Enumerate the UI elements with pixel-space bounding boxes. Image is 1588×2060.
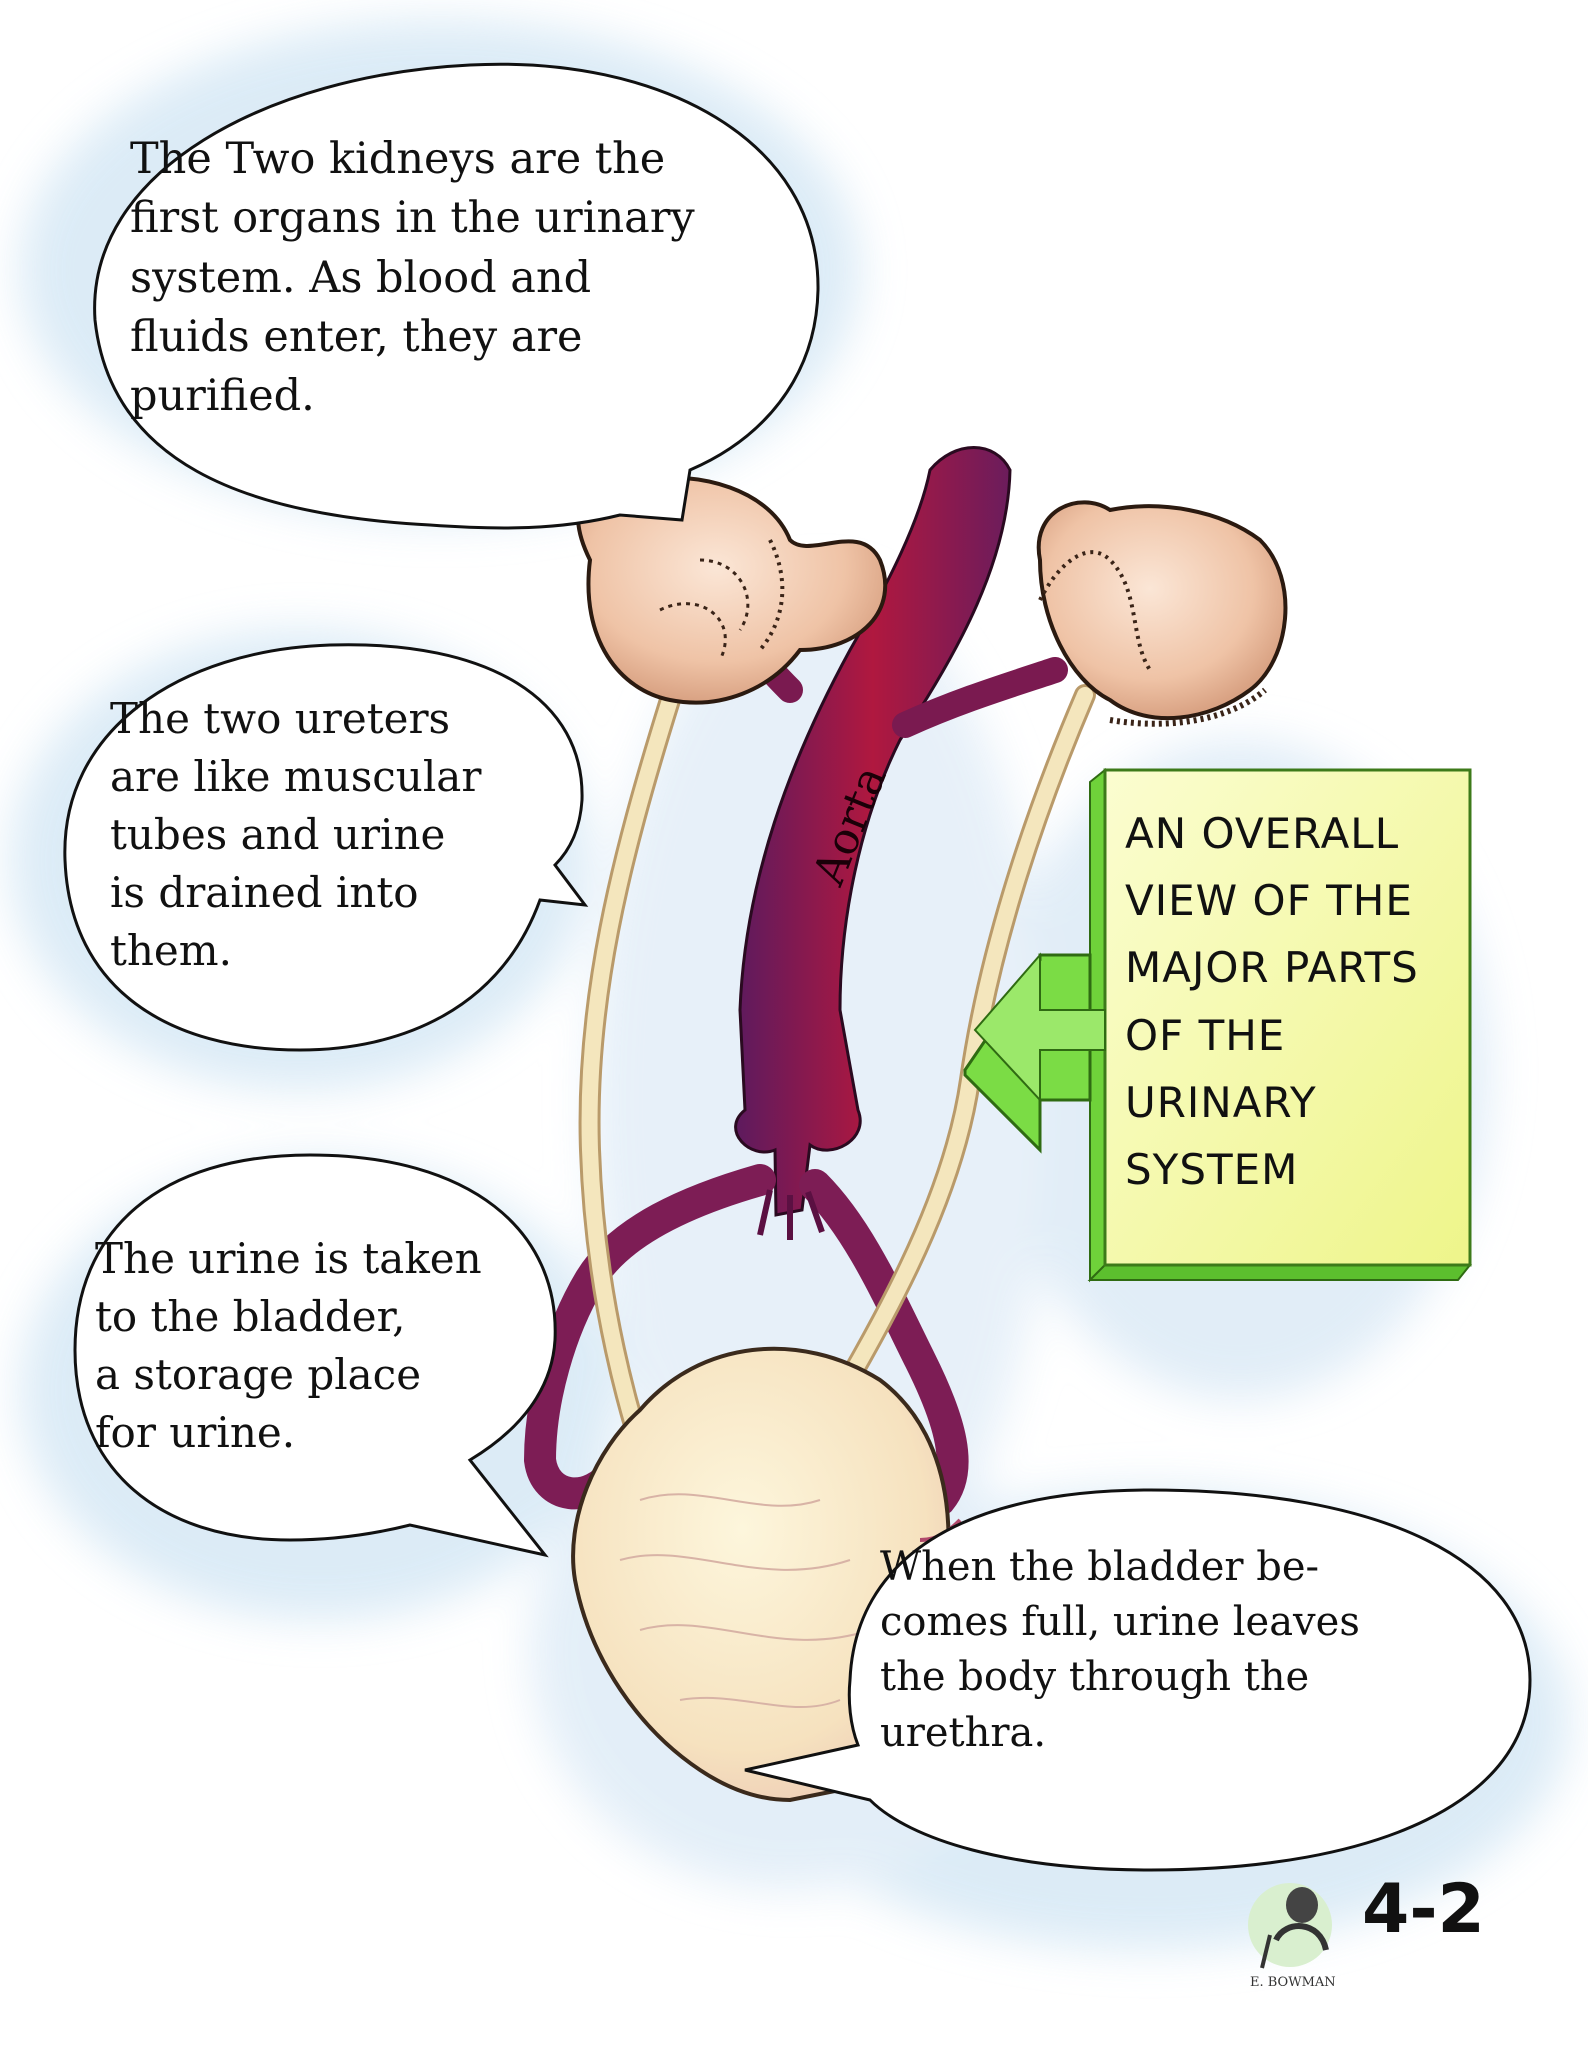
artist-portrait-icon: [1248, 1883, 1332, 1969]
callout-box-text: AN OVERALL VIEW OF THE MAJOR PARTS OF TH…: [1125, 809, 1419, 1194]
bladder-caption: The urine is taken to the bladder, a sto…: [95, 1234, 482, 1457]
speech-bubble-urethra: [744, 1488, 1532, 1872]
kidney-right: [1036, 500, 1288, 727]
page-number: 4-2: [1362, 1870, 1485, 1949]
callout-box: [1087, 767, 1473, 1283]
kidneys-caption: The Two kidneys are the first organs in …: [130, 134, 695, 422]
arrow-icon: [963, 952, 1106, 1154]
speech-bubble-ureters: [63, 643, 589, 1052]
ureters-caption: The two ureters are like muscular tubes …: [110, 694, 482, 975]
kidney-left: [576, 475, 888, 705]
speech-bubble-bladder: [73, 1153, 557, 1558]
urethra-caption: When the bladder be- comes full, urine l…: [880, 1544, 1360, 1756]
artist-signature: E. BOWMAN: [1250, 1975, 1336, 1990]
speech-bubble-kidneys: [93, 62, 820, 530]
